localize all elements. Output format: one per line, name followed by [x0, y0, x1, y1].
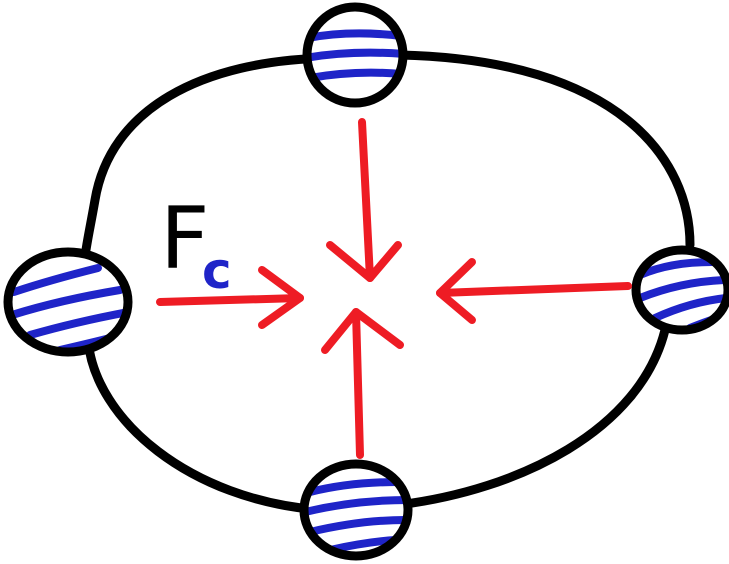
arrow-from-top — [330, 122, 398, 278]
arrow-from-bottom — [325, 312, 400, 455]
force-label-subscript: c — [202, 242, 232, 300]
arrow-from-right — [440, 262, 628, 320]
ball-bottom — [304, 464, 408, 556]
ball-top — [305, 7, 405, 103]
ball-right — [636, 250, 728, 330]
ball-left — [8, 252, 128, 352]
